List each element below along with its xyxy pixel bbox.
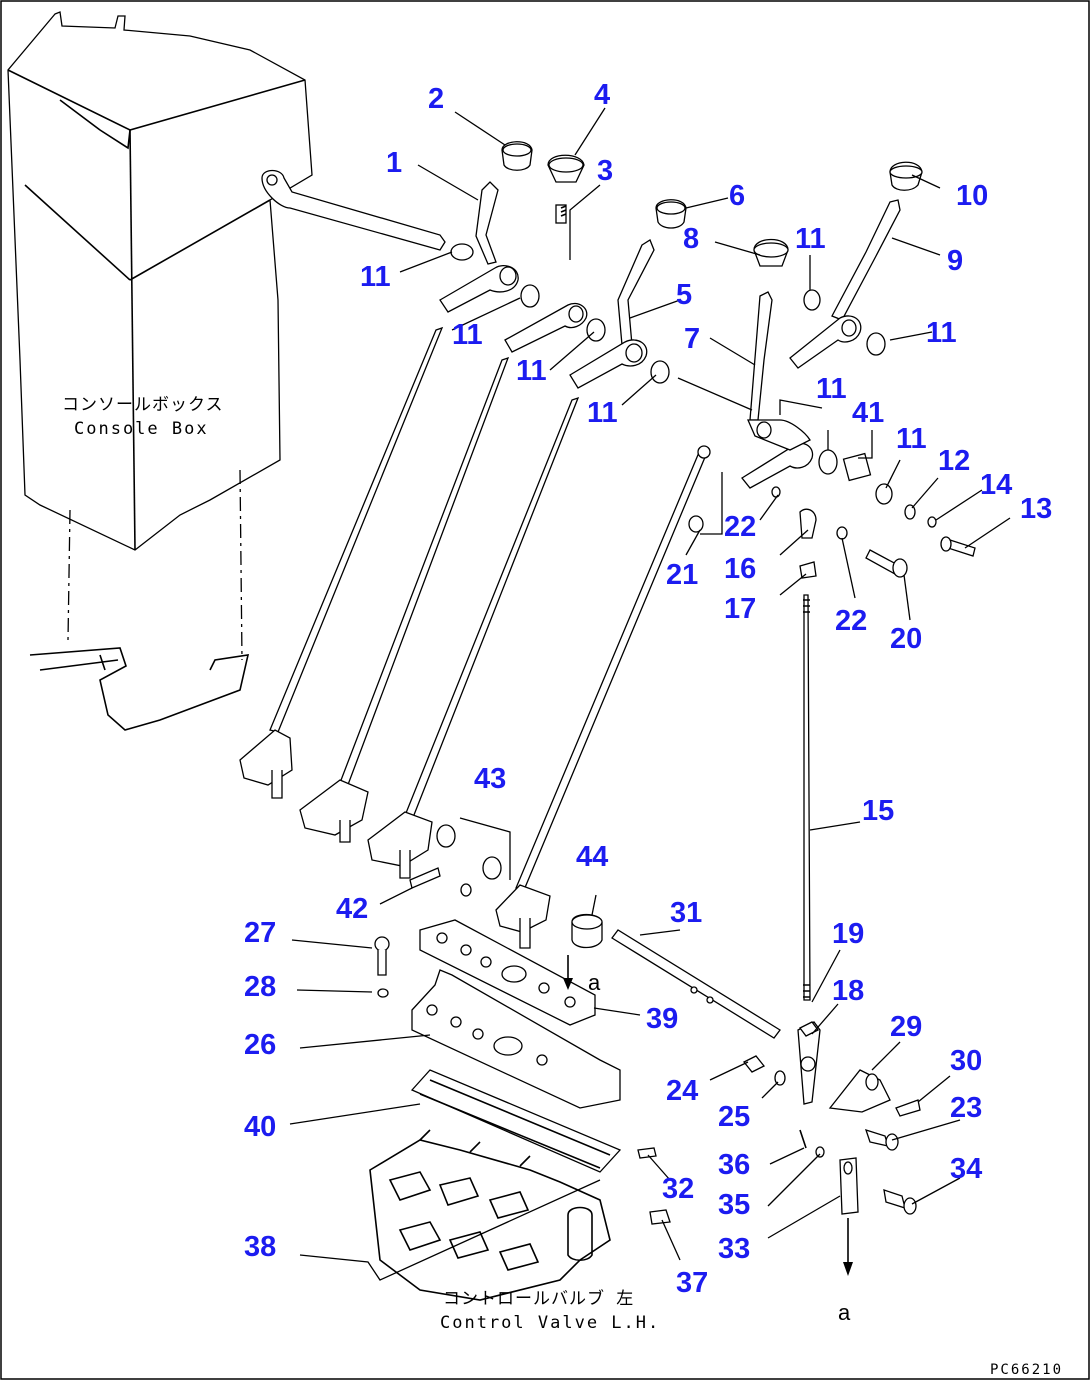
lever-3-pin xyxy=(560,205,567,217)
plate-40 xyxy=(410,1069,622,1173)
part-label-13: 13 xyxy=(1020,493,1052,525)
part-label-11-g: 11 xyxy=(816,373,847,405)
console-box-label-jp: コンソールボックス xyxy=(62,395,224,415)
bellcrank-assembly xyxy=(637,1021,921,1225)
shaft-hardware xyxy=(771,449,976,578)
part-label-30: 30 xyxy=(950,1045,982,1077)
part-label-43: 43 xyxy=(474,763,506,795)
part-label-41: 41 xyxy=(852,397,884,429)
part-label-19: 19 xyxy=(832,918,864,950)
link-rods xyxy=(269,326,817,1001)
rod-15 xyxy=(803,594,811,1001)
part-label-10: 10 xyxy=(956,180,988,212)
part-label-38: 38 xyxy=(244,1231,276,1263)
part-label-24: 24 xyxy=(666,1075,698,1107)
part-label-21: 21 xyxy=(666,559,698,591)
part-label-20: 20 xyxy=(890,623,922,655)
part-label-16: 16 xyxy=(724,553,756,585)
part-label-1: 1 xyxy=(386,147,402,179)
view-ref-a-top: a xyxy=(588,970,601,995)
part-label-11-h: 11 xyxy=(896,423,927,455)
link-plate-a xyxy=(504,284,606,353)
part-label-33: 33 xyxy=(718,1233,750,1265)
lever-9 xyxy=(789,199,901,369)
console-box: コンソールボックス Console Box xyxy=(7,11,313,731)
part-label-3: 3 xyxy=(597,155,613,187)
part-label-31: 31 xyxy=(670,897,702,929)
part-number-labels: 1 2 3 4 5 6 7 8 9 10 11 11 11 11 11 11 1… xyxy=(244,79,1052,1299)
console-box-label-en: Console Box xyxy=(74,419,209,439)
mounting-plates xyxy=(374,919,622,1173)
part-label-37: 37 xyxy=(676,1267,708,1299)
part-label-23: 23 xyxy=(950,1092,982,1124)
lever-2-knob xyxy=(501,141,533,171)
clevis-16 xyxy=(799,508,817,539)
part-label-2: 2 xyxy=(428,83,444,115)
part-label-5: 5 xyxy=(676,279,692,311)
nut-17 xyxy=(799,561,817,579)
part-label-11-d: 11 xyxy=(587,397,618,429)
part-label-42: 42 xyxy=(336,893,368,925)
part-label-7: 7 xyxy=(684,323,700,355)
washer-11-a xyxy=(450,243,474,261)
part-label-11-f: 11 xyxy=(926,317,957,349)
part-label-8: 8 xyxy=(683,223,699,255)
lever-10-knob xyxy=(889,161,923,191)
control-valve: コントロールバルブ 左 Control Valve L.H. xyxy=(369,1129,660,1333)
control-valve-label-jp: コントロールバルブ 左 xyxy=(443,1288,634,1309)
pin-42 xyxy=(409,867,441,889)
lever-5 xyxy=(569,239,670,389)
part-label-11-c: 11 xyxy=(516,355,547,387)
part-label-35: 35 xyxy=(718,1189,750,1221)
part-label-17: 17 xyxy=(724,593,756,625)
view-ref-a-bottom: a xyxy=(838,1300,851,1325)
part-label-15: 15 xyxy=(862,795,894,827)
part-label-28: 28 xyxy=(244,971,276,1003)
part-label-34: 34 xyxy=(950,1153,982,1185)
part-label-29: 29 xyxy=(890,1011,922,1043)
part-label-11-b: 11 xyxy=(452,319,483,351)
part-label-11-a: 11 xyxy=(360,261,391,293)
part-label-22-a: 22 xyxy=(724,511,756,543)
part-label-4: 4 xyxy=(594,79,610,111)
part-label-26: 26 xyxy=(244,1029,276,1061)
part-label-22-b: 22 xyxy=(835,605,867,637)
part-label-27: 27 xyxy=(244,917,276,949)
part-label-9: 9 xyxy=(947,245,963,277)
lever-7 xyxy=(741,291,814,489)
part-label-12: 12 xyxy=(938,445,970,477)
lever-6-knob xyxy=(655,199,687,229)
part-label-36: 36 xyxy=(718,1149,750,1181)
part-label-11-e: 11 xyxy=(795,223,826,255)
part-label-39: 39 xyxy=(646,1003,678,1035)
rod-end-clevises xyxy=(239,729,551,949)
part-label-18: 18 xyxy=(832,975,864,1007)
leader-lines xyxy=(289,107,1011,1281)
part-label-44: 44 xyxy=(576,841,608,873)
control-valve-label-en: Control Valve L.H. xyxy=(440,1313,660,1333)
part-label-25: 25 xyxy=(718,1101,750,1133)
lever-4-knob xyxy=(547,154,585,224)
part-label-40: 40 xyxy=(244,1111,276,1143)
part-label-32: 32 xyxy=(662,1173,694,1205)
part-label-6: 6 xyxy=(729,180,745,212)
part-label-14: 14 xyxy=(980,469,1012,501)
console-arm-rod xyxy=(261,169,446,251)
drawing-code: PC66210 xyxy=(990,1362,1063,1378)
lever-8-knob xyxy=(753,238,789,267)
lever-1 xyxy=(439,181,519,313)
bushing-44-shaft-31 xyxy=(571,913,781,1039)
view-reference-arrows: a a xyxy=(563,955,853,1325)
